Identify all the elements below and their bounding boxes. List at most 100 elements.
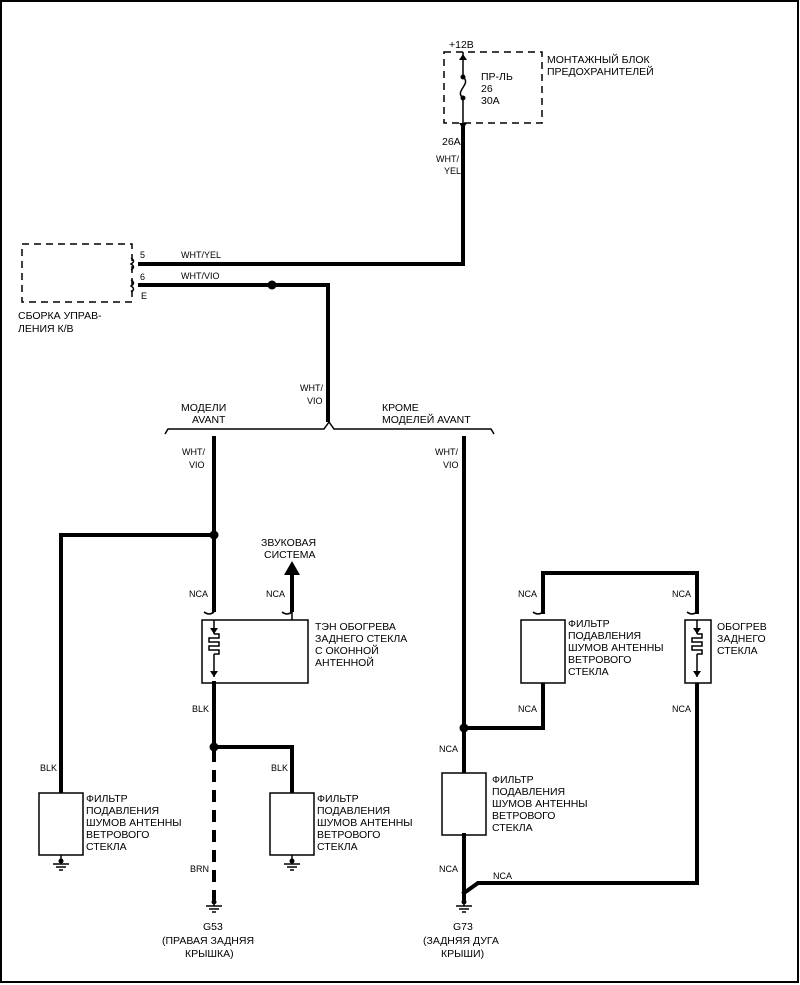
filter-left-label-1: ФИЛЬТР [86,793,128,805]
audio-label-1: ЗВУКОВАЯ [261,537,316,549]
ground-g53: G53 (ПРАВАЯ ЗАДНЯЯ КРЫШКА) [162,899,254,960]
filter-middle: ФИЛЬТР ПОДАВЛЕНИЯ ШУМОВ АНТЕННЫ ВЕТРОВОГ… [269,792,413,871]
middle-filter-wire [212,745,294,795]
filter-lower-right-label-5: СТЕКЛА [492,822,533,834]
ground-icon [456,899,472,913]
fuse-block-title-1: МОНТАЖНЫЙ БЛОК [547,53,651,66]
wire-wht-vio [138,283,330,422]
heater-element-icon [208,633,220,655]
fuse-block: +12В ПР-ЛЬ 26 30A МОНТАЖНЫЙ БЛОК ПРЕДОХР… [436,39,654,176]
heater-antenna: ТЭН ОБОГРЕВА ЗАДНЕГО СТЕКЛА С ОКОННОЙ АН… [201,611,407,684]
fuse-block-title-2: ПРЕДОХРАНИТЕЛЕЙ [547,65,654,78]
rear-heater-return-wire [461,681,699,896]
rear-heater-label-2: ЗАДНЕГО [717,633,766,645]
heater-antenna-label-4: АНТЕННОЙ [315,656,374,669]
splice-dot [267,280,277,290]
right-top-loop-wire [541,571,699,614]
heater-antenna-label-2: ЗАДНЕГО СТЕКЛА [315,633,407,645]
filter-middle-label-5: СТЕКЛА [317,841,358,853]
filter-upper-right: ФИЛЬТР ПОДАВЛЕНИЯ ШУМОВ АНТЕННЫ ВЕТРОВОГ… [520,611,664,684]
filter-lower-right-label-4: ВЕТРОВОГО [492,810,555,822]
filter-left-label-5: СТЕКЛА [86,841,127,853]
rear-heater: ОБОГРЕВ ЗАДНЕГО СТЕКЛА [684,611,767,684]
nca-label-top-heater: NCA [672,589,691,599]
audio-arrow-icon [284,561,300,575]
control-unit-outline [21,243,133,303]
filter-left-label-2: ПОДАВЛЕНИЯ [86,805,159,817]
pinE-label: E [141,291,147,301]
heater-antenna-label-3: С ОКОННОЙ [315,644,379,657]
left-branch-wire-label-2: VIO [189,460,205,470]
fuse-wire-label-1: WHT/ [436,154,459,164]
right-filter-bottom-wire [462,681,545,730]
g73-desc-1: (ЗАДНЯЯ ДУГА [423,935,499,947]
blk-label-left-filter: BLK [40,763,57,773]
pin6-label: 6 [140,272,145,282]
blk-label-heater: BLK [192,704,209,714]
except-avant-label-1: КРОМЕ [382,402,419,414]
g73-id: G73 [453,921,473,933]
control-unit-title-1: СБОРКА УПРАВ- [18,310,102,322]
model-branch-bracket: МОДЕЛИ AVANT КРОМЕ МОДЕЛЕЙ AVANT [164,402,495,435]
filter-middle-label-1: ФИЛЬТР [317,793,359,805]
heater-antenna-label-1: ТЭН ОБОГРЕВА [315,621,396,633]
nca-label-lower-filter-bottom: NCA [439,864,458,874]
nca-label-heater-audio: NCA [266,589,285,599]
fuse-terminal-label: 26A [442,136,461,148]
right-branch-wire-label-1: WHT/ [435,447,458,457]
pin6-connector-icon [129,279,135,293]
fuse-wire-label-2: YEL [444,166,461,176]
filter-upper-right-label-3: ШУМОВ АНТЕННЫ [568,642,664,654]
nca-label-return: NCA [493,871,512,881]
ground-icon [284,855,300,871]
filter-left-label-3: ШУМОВ АНТЕННЫ [86,817,182,829]
filter-middle-label-4: ВЕТРОВОГО [317,829,380,841]
ground-icon [53,855,69,871]
wire5-label: WHT/YEL [181,250,221,260]
fuse-rating: 30A [481,95,500,107]
except-avant-label-2: МОДЕЛЕЙ AVANT [382,413,471,426]
brn-label: BRN [190,864,209,874]
g53-desc-2: КРЫШКА) [185,948,234,960]
filter-lower-right-label-1: ФИЛЬТР [492,774,534,786]
ground-icon [206,899,222,913]
nca-label-heater-bottom: NCA [672,704,691,714]
filter-upper-right-label-2: ПОДАВЛЕНИЯ [568,630,641,642]
avant-label-2: AVANT [192,414,226,426]
blk-label-middle-filter: BLK [271,763,288,773]
nca-label-top-filter: NCA [518,589,537,599]
right-branch-wire-label-2: VIO [443,460,459,470]
filter-left-label-4: ВЕТРОВОГО [86,829,149,841]
fuse-name: ПР-ЛЬ [481,71,513,83]
wire6-label: WHT/VIO [181,271,220,281]
fuse-block-outline [443,51,543,124]
filter-lower-right-label-3: ШУМОВ АНТЕННЫ [492,798,588,810]
fuse-number: 26 [481,83,493,95]
nca-label-heater-left: NCA [189,589,208,599]
filter-upper-right-label-5: СТЕКЛА [568,666,609,678]
pin5-label: 5 [140,250,145,260]
pin5-connector-icon [129,257,135,271]
left-filter-wire [59,533,216,795]
control-unit: 5 6 E WHT/YEL WHT/VIO СБОРКА УПРАВ- ЛЕНИ… [18,243,221,335]
g53-id: G53 [203,921,223,933]
supply-label: +12В [449,39,474,51]
rear-heater-label-1: ОБОГРЕВ [717,621,767,633]
filter-upper-right-label-4: ВЕТРОВОГО [568,654,631,666]
filter-upper-right-label-1: ФИЛЬТР [568,618,610,630]
control-unit-title-2: ЛЕНИЯ К/В [18,323,74,335]
g53-desc-1: (ПРАВАЯ ЗАДНЯЯ [162,935,254,947]
g73-desc-2: КРЫШИ) [441,948,484,960]
filter-left: ФИЛЬТР ПОДАВЛЕНИЯ ШУМОВ АНТЕННЫ ВЕТРОВОГ… [38,792,182,871]
main-wire-label-1: WHT/ [300,383,323,393]
rear-heater-label-3: СТЕКЛА [717,645,758,657]
rear-heater-element-icon [691,633,703,655]
nca-label-lower-filter-top: NCA [439,744,458,754]
filter-lower-right-label-2: ПОДАВЛЕНИЯ [492,786,565,798]
heater-antenna-box [201,619,309,684]
avant-label-1: МОДЕЛИ [181,402,226,414]
wire-wht-yel [138,126,465,266]
supply-arrow-icon [459,54,467,60]
